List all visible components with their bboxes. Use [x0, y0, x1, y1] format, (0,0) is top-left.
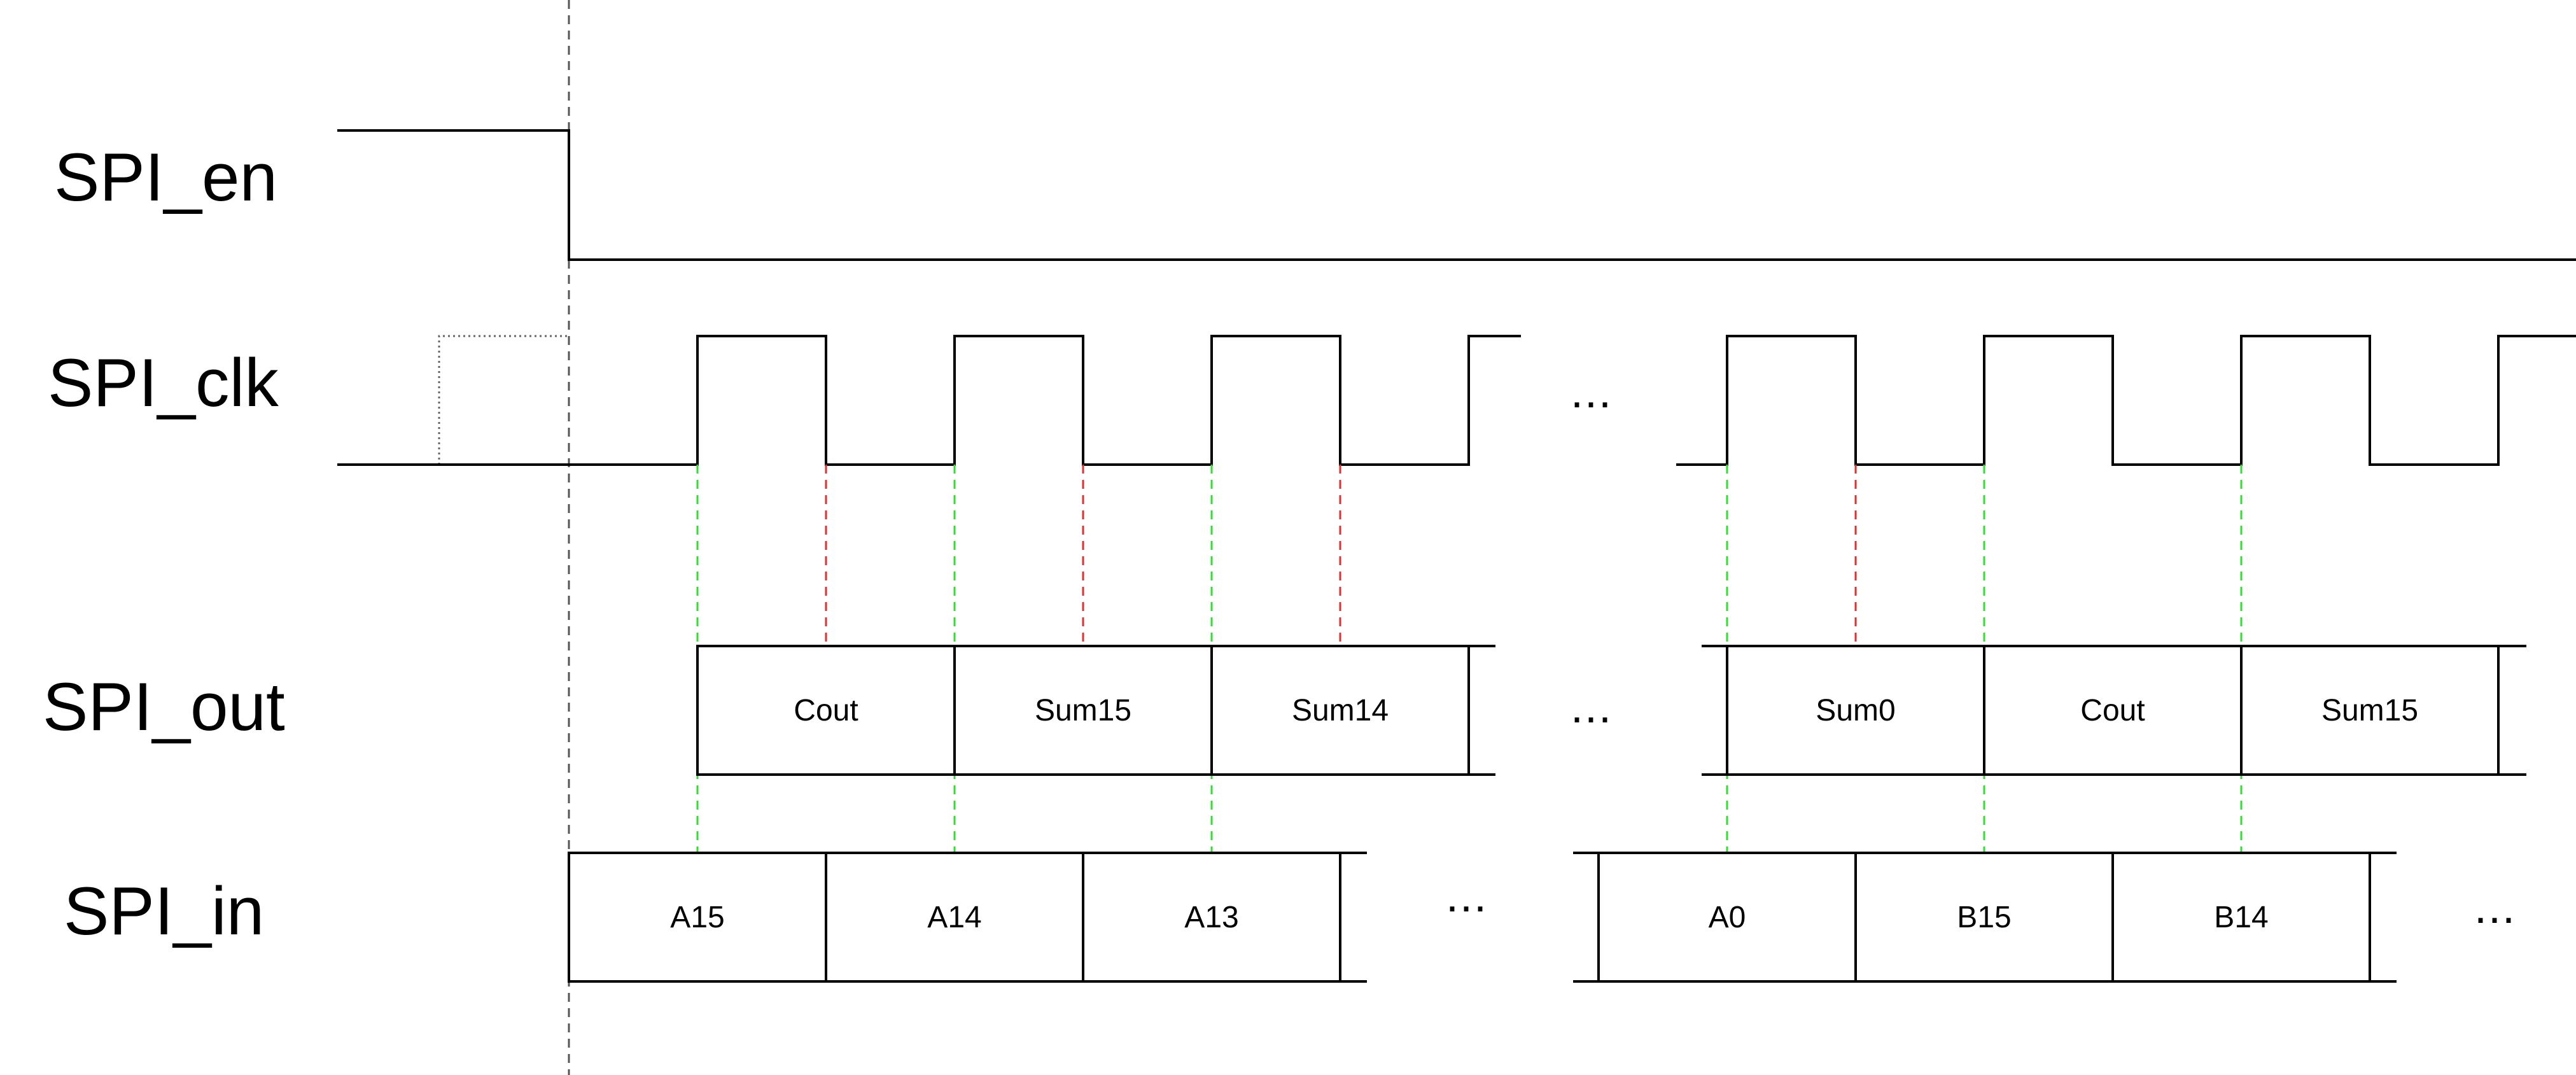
- svg-text:A15: A15: [670, 901, 724, 934]
- spi-in-cell: A15: [568, 852, 827, 983]
- spi-in-ellipsis-end: ...: [2474, 882, 2516, 933]
- signal-label-spi-out: SPI_out: [43, 668, 285, 745]
- svg-text:B14: B14: [2214, 901, 2268, 934]
- spi-in-ellipsis-mid: ...: [1446, 871, 1488, 922]
- svg-text:A14: A14: [927, 901, 981, 934]
- spi-out-cell: Sum15: [2240, 645, 2500, 776]
- svg-text:Sum0: Sum0: [1816, 694, 1895, 727]
- spi-clk-waveform-first: [337, 335, 1521, 466]
- spi-in-cell: B14: [2111, 852, 2371, 983]
- spi-in-cell: A14: [825, 852, 1084, 983]
- svg-text:A13: A13: [1184, 901, 1238, 934]
- svg-text:Sum14: Sum14: [1292, 694, 1389, 727]
- spi-out-cell: Sum15: [953, 645, 1213, 776]
- spi-out-cell: Cout: [696, 645, 956, 776]
- spi-clk-waveform-second: [1676, 335, 2576, 466]
- svg-text:A0: A0: [1709, 901, 1746, 934]
- spi-in-cell: A0: [1597, 852, 1857, 983]
- spi-out-cell: Sum14: [1210, 645, 1470, 776]
- spi-en-waveform: [337, 129, 2576, 261]
- signal-label-spi-in: SPI_in: [64, 873, 264, 949]
- spi-out-cell: Cout: [1983, 645, 2243, 776]
- svg-text:Sum15: Sum15: [1035, 694, 1131, 727]
- spi-out-ellipsis: ...: [1571, 682, 1613, 733]
- spi-in-cell: A13: [1082, 852, 1341, 983]
- spi-in-cell: B15: [1854, 852, 2114, 983]
- signal-label-spi-en: SPI_en: [54, 139, 277, 215]
- signal-label-spi-clk: SPI_clk: [48, 344, 279, 421]
- svg-text:Cout: Cout: [2080, 694, 2145, 727]
- spi-out-cell: Sum0: [1726, 645, 1985, 776]
- spi-clk-ghost-pulse: [438, 335, 569, 465]
- svg-text:B15: B15: [1957, 901, 2011, 934]
- svg-text:Sum15: Sum15: [2321, 694, 2418, 727]
- svg-text:Cout: Cout: [794, 694, 858, 727]
- spi-clk-ellipsis: ...: [1571, 367, 1613, 418]
